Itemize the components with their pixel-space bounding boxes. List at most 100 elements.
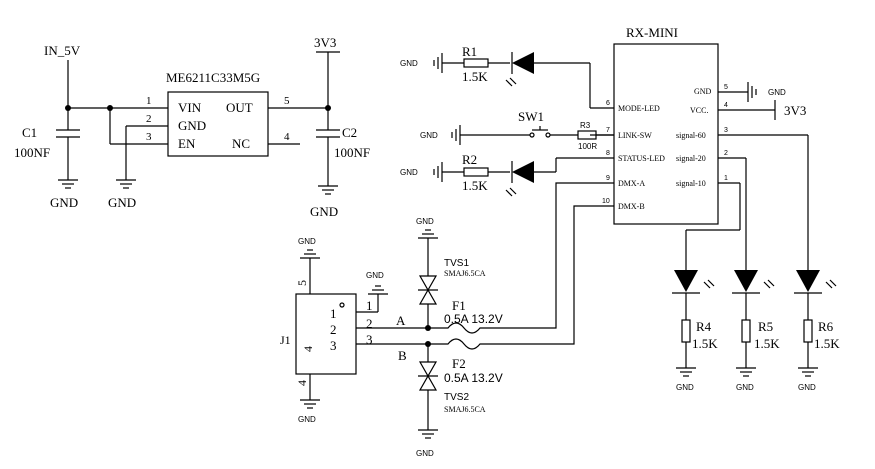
- sw-gnd-label: GND: [420, 131, 438, 140]
- module-vcc-net: 3V3: [784, 103, 806, 118]
- c2-gnd-label: GND: [310, 204, 338, 219]
- module-pin-num-9: 9: [606, 175, 610, 182]
- f1-rating: 0.5A 13.2V: [444, 312, 503, 326]
- r6-value: 1.5K: [814, 336, 840, 351]
- r3-ref: R3: [580, 121, 591, 130]
- r2-gnd-label: GND: [400, 168, 418, 177]
- j1-top-gnd-label: GND: [298, 237, 316, 246]
- j1-pin-4: 4: [295, 380, 309, 386]
- reg-gnd-label: GND: [108, 195, 136, 210]
- r1-gnd-label: GND: [400, 59, 418, 68]
- module-pin-dmx-b: DMX-B: [618, 202, 645, 211]
- c1-ref: C1: [22, 125, 37, 140]
- r4-gnd-label: GND: [676, 383, 694, 392]
- j1-pin-2: 2: [330, 322, 337, 337]
- output-led-1: R4 1.5K GND: [672, 183, 741, 392]
- output-led-3-symbol: [796, 270, 820, 292]
- module-pin-link-sw: LINK-SW: [618, 131, 652, 140]
- regulator-ic: [167, 91, 269, 157]
- pin-out: OUT: [226, 100, 253, 115]
- f1-ref: F1: [452, 298, 466, 313]
- r5-ref: R5: [758, 319, 773, 334]
- module-pin-num-10: 10: [602, 198, 610, 205]
- j1-pin-1: 1: [330, 306, 337, 321]
- led-mode: [512, 52, 534, 74]
- module-pin-signal-10: signal-10: [676, 179, 706, 188]
- f2-ref: F2: [452, 356, 466, 371]
- resistor-r6: [803, 319, 813, 343]
- pin-en: EN: [178, 136, 196, 151]
- output-led-3: R6 1.5K GND: [794, 135, 840, 392]
- r1-ref: R1: [462, 44, 477, 59]
- pin-num-out: 5: [284, 95, 290, 107]
- link-switch-branch: GND SW1 R3 100R: [420, 109, 614, 151]
- r6-ref: R6: [818, 319, 834, 334]
- tvs1-part: SMAJ6.5CA: [444, 269, 486, 278]
- regulator-section: IN_5V C1 100NF GND GND ME6211C33M5G 1 2 …: [14, 35, 370, 219]
- c2-value: 100NF: [334, 145, 370, 160]
- resistor-r1: [463, 58, 489, 68]
- rx-mini-module: RX-MINI 6 7 8 9 10 MODE-LED LINK-SW STAT…: [590, 25, 808, 225]
- j1-ref: J1: [280, 333, 291, 347]
- resistor-r5: [741, 319, 751, 343]
- r6-gnd-label: GND: [798, 383, 816, 392]
- f2-rating: 0.5A 13.2V: [444, 371, 503, 385]
- net-3v3: 3V3: [314, 35, 336, 50]
- pin-nc: NC: [232, 136, 250, 151]
- c1-value: 100NF: [14, 145, 50, 160]
- module-pin-num-5: 5: [724, 84, 728, 91]
- tvs1-ref: TVS1: [444, 258, 469, 269]
- module-name: RX-MINI: [626, 25, 678, 40]
- r4-ref: R4: [696, 319, 712, 334]
- r3-value: 100R: [578, 142, 597, 151]
- module-pin-vcc: VCC.: [690, 106, 708, 115]
- module-gnd-net: GND: [768, 88, 786, 97]
- j1-body: [295, 293, 357, 375]
- pin-vin: VIN: [178, 100, 202, 115]
- module-pin-num-8: 8: [606, 150, 610, 157]
- r5-gnd-label: GND: [736, 383, 754, 392]
- r2-ref: R2: [462, 152, 477, 167]
- module-pin-signal-20: signal-20: [676, 154, 706, 163]
- tvs2-part: SMAJ6.5CA: [444, 405, 486, 414]
- module-pin-gnd: GND: [694, 87, 712, 96]
- j1-pin-3: 3: [330, 338, 337, 353]
- line-b-label: B: [398, 348, 407, 363]
- r4-value: 1.5K: [692, 336, 718, 351]
- j1-bottom-gnd-label: GND: [298, 415, 316, 424]
- r5-value: 1.5K: [754, 336, 780, 351]
- j1-pin-1-outer: 1: [366, 298, 373, 313]
- led-status: [512, 161, 534, 183]
- module-pin-mode-led: MODE-LED: [618, 104, 660, 113]
- pin-num-en: 3: [146, 131, 152, 143]
- module-pin-signal-60: signal-60: [676, 131, 706, 140]
- c1-gnd-label: GND: [50, 195, 78, 210]
- connector-j1: GND 5 J1 1 2 3 4 1 GND 4 GND 2 3: [280, 237, 389, 424]
- pin-num-vin: 1: [146, 95, 152, 107]
- output-led-2: R5 1.5K GND: [732, 158, 780, 392]
- pin-gnd: GND: [178, 118, 206, 133]
- dmx-line-a: A F1 0.5A 13.2V GND TVS1 SMAJ6.5CA: [356, 182, 590, 334]
- module-pin-num-7: 7: [606, 127, 610, 134]
- module-pin-num-1: 1: [724, 175, 728, 182]
- net-in-5v: IN_5V: [44, 43, 81, 58]
- module-pin-num-2: 2: [724, 150, 728, 157]
- j1-pin1-gnd-label: GND: [366, 271, 384, 280]
- module-pin-dmx-a: DMX-A: [618, 179, 645, 188]
- line-a-label: A: [396, 313, 406, 328]
- output-led-2-symbol: [734, 270, 758, 292]
- tvs2-gnd-label: GND: [416, 449, 434, 458]
- pin-num-nc: 4: [284, 131, 290, 143]
- dmx-line-b: B F2 0.5A 13.2V TVS2 SMAJ6.5CA GND: [356, 205, 590, 458]
- module-pin-num-3: 3: [724, 127, 728, 134]
- module-pin-status-led: STATUS-LED: [618, 154, 665, 163]
- j1-pin-5: 5: [295, 280, 309, 286]
- module-pin-num-6: 6: [606, 100, 610, 107]
- regulator-part: ME6211C33M5G: [166, 70, 260, 85]
- j1-pin-4-inner: 4: [301, 346, 315, 352]
- resistor-r2: [463, 167, 489, 177]
- r2-value: 1.5K: [462, 178, 488, 193]
- resistor-r4: [681, 319, 691, 343]
- status-led-branch: GND R2 1.5K: [400, 152, 590, 197]
